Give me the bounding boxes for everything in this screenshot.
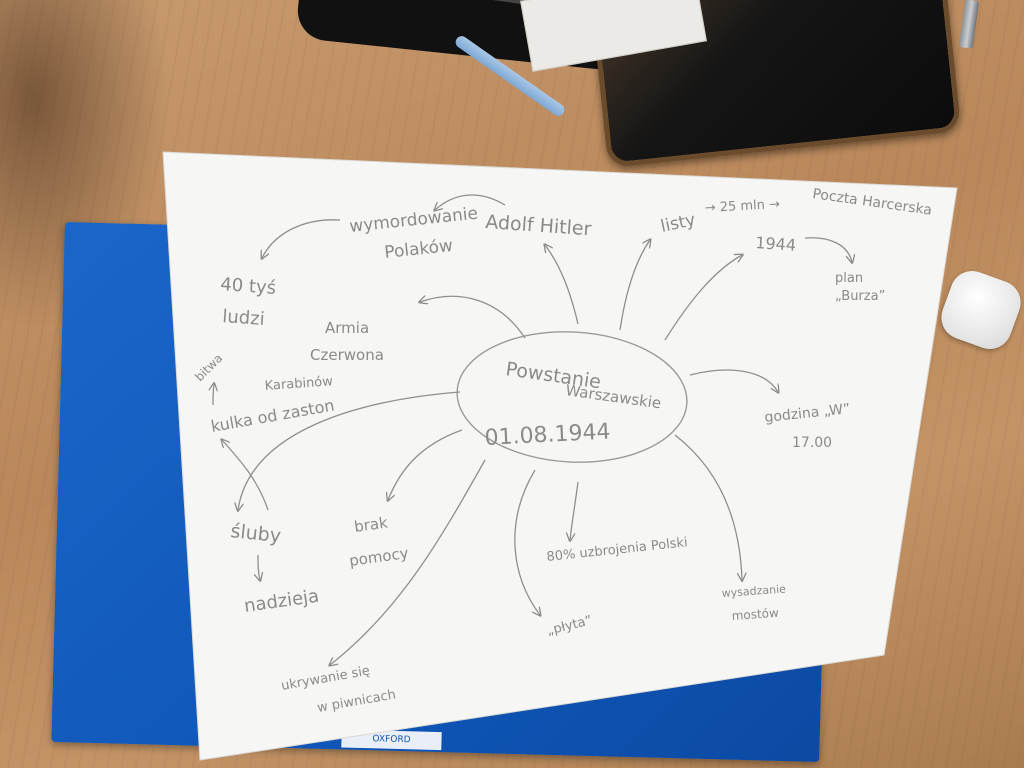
- center-ellipse: [456, 331, 688, 463]
- paper-sheet: [162, 151, 958, 761]
- arrow-to-listy: [619, 240, 650, 331]
- node-godzina-time: 17.00: [792, 435, 832, 451]
- arrow-to-wysadzanie: [674, 434, 742, 580]
- arrow-wymordowanie-to-tys: [262, 219, 341, 258]
- arrow-to-sluby: [238, 391, 461, 510]
- node-plan-line1: plan: [835, 271, 863, 286]
- node-armia-line2: Czerwona: [310, 346, 384, 364]
- arrow-to-wymordowanie: [420, 296, 526, 339]
- node-sluby: śluby: [229, 520, 282, 547]
- node-karabinow: Karabinów: [264, 374, 334, 394]
- arrow-sluby-to-kulka: [222, 440, 269, 511]
- node-wysadzanie-line2: mostów: [731, 606, 779, 623]
- node-listy-chain: → 25 mln →: [704, 197, 780, 216]
- arrow-to-hitler: [545, 245, 579, 325]
- arrow-to-plyta: [514, 469, 540, 615]
- arrow-kulka-to-bitwa: [213, 384, 214, 406]
- arrow-to-ukrywanie: [330, 459, 486, 665]
- node-brak-line1: brak: [353, 513, 389, 536]
- arrow-to-1944: [664, 255, 742, 341]
- arrow-wymordowanie-to-hitler: [435, 194, 506, 210]
- node-plan-line2: „Burza”: [835, 289, 885, 304]
- node-40-tys-line2: ludzi: [222, 306, 266, 330]
- node-1944: 1944: [755, 233, 797, 255]
- node-40-tys-line1: 40 tyś: [220, 274, 277, 299]
- node-wysadzanie-line1: wysadzanie: [721, 583, 786, 600]
- node-armia-line1: Armia: [325, 319, 369, 337]
- arrow-sluby-to-nadzieja: [258, 554, 260, 580]
- arrow-to-procent: [570, 481, 579, 540]
- arrow-to-godzina: [689, 369, 778, 392]
- arrow-to-brak: [388, 429, 463, 500]
- arrow-1944-to-plan: [804, 237, 852, 262]
